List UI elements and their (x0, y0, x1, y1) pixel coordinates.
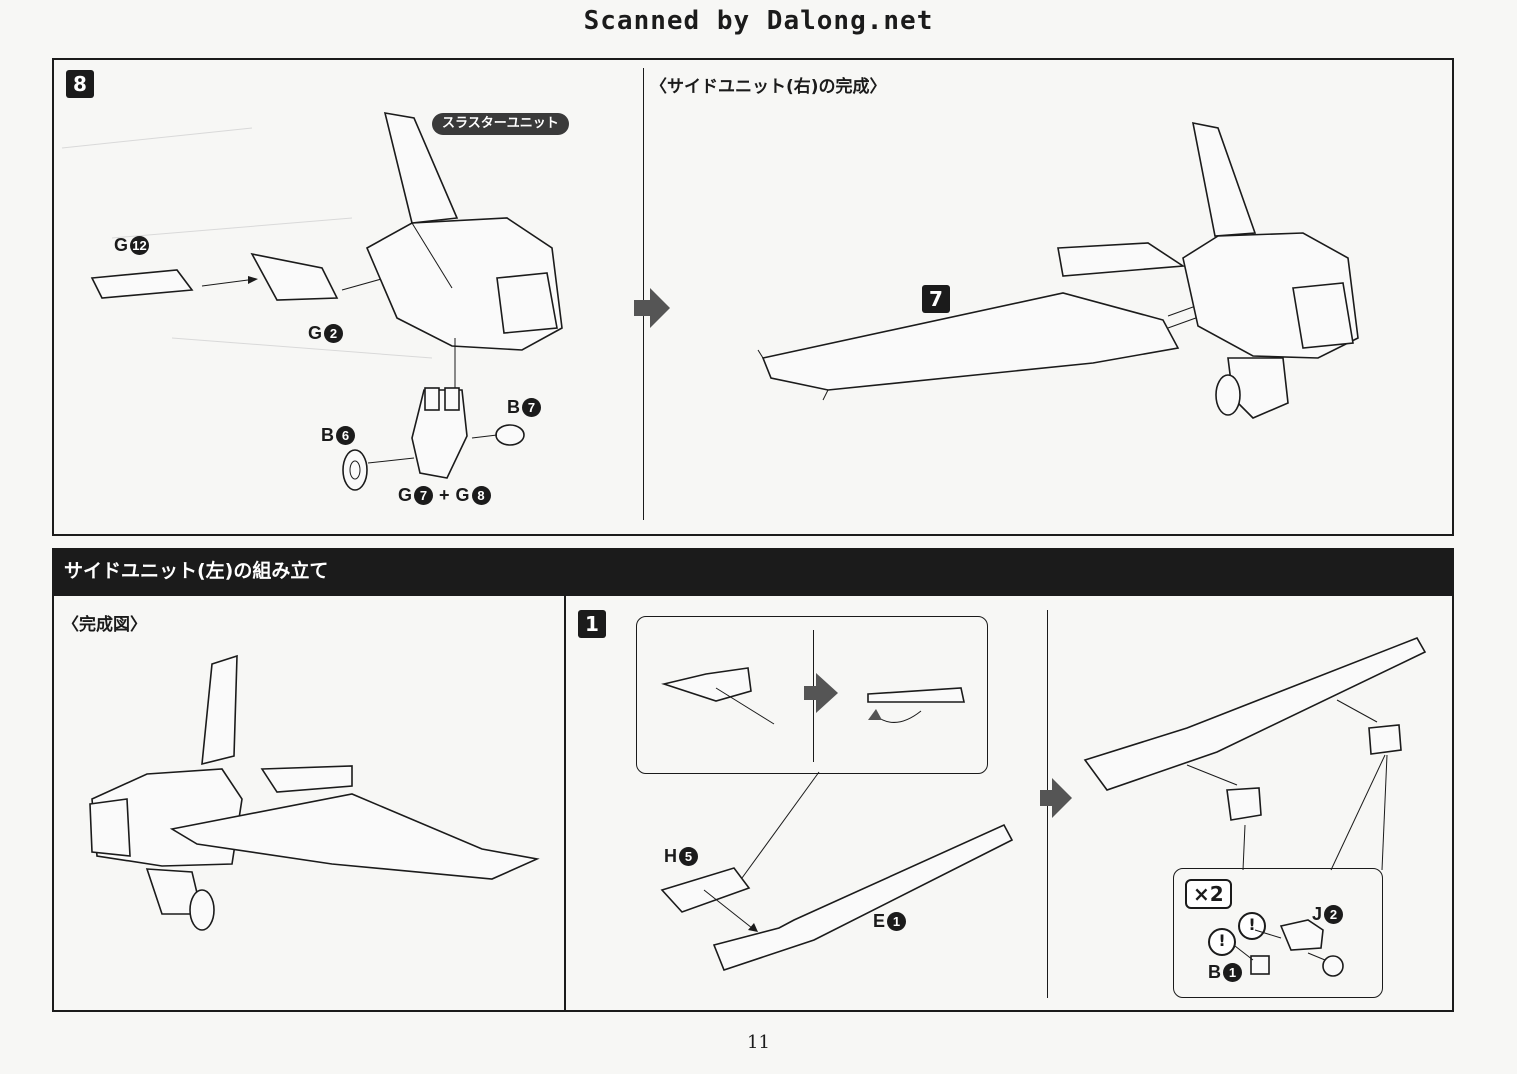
multiplier-badge: ×2 (1185, 879, 1232, 909)
arrowhead (248, 276, 258, 284)
part-b1 (1250, 955, 1270, 975)
side-panel (1057, 242, 1186, 277)
part-g12 (90, 269, 194, 299)
step-8-badge: 8 (66, 70, 94, 98)
flow-arrow-icon (650, 288, 670, 328)
warning-icon-2: ! (1208, 928, 1236, 956)
complete-left-diagram (89, 654, 540, 931)
step-1-diagram (660, 771, 1014, 971)
callout-line (741, 771, 820, 879)
thruster-unit-label: スラスターユニット (432, 113, 569, 135)
complete-right-caption: 〈サイドユニット(右)の完成〉 (650, 77, 887, 97)
bottom-divider (564, 594, 566, 1012)
part-g2 (250, 252, 339, 301)
arrow-g12-g2 (201, 279, 249, 287)
step-8-diagram (61, 112, 563, 491)
part-e1 (712, 823, 1014, 971)
inset-diagram (661, 667, 965, 725)
step-1-badge: 1 (578, 610, 606, 638)
part-b7 (495, 424, 525, 446)
x2-detail-diagram (1234, 919, 1344, 977)
step-1-right-diagram (1083, 637, 1427, 871)
wing (761, 292, 1180, 391)
complete-view-caption: 〈完成図〉 (62, 615, 147, 635)
part-b6 (342, 449, 368, 491)
fin (201, 654, 238, 766)
x2-detail-box (1173, 868, 1383, 998)
warning-icon-1: ! (1238, 912, 1266, 940)
page-number: 11 (747, 1032, 770, 1053)
top-divider (643, 68, 644, 520)
thruster-fin (1191, 121, 1257, 237)
wing-part (1083, 637, 1427, 791)
inset-arrow-icon (816, 673, 838, 713)
thruster-fin (383, 112, 459, 224)
inset-detail-box (636, 616, 988, 774)
part-h5 (660, 867, 751, 913)
complete-right-diagram (757, 121, 1359, 419)
bottom-panel (52, 594, 1454, 1012)
wheel (189, 889, 215, 931)
part-g7-g8 (411, 389, 468, 479)
flow-arrow-stem (634, 300, 650, 316)
flow-arrow-stem-2 (1040, 790, 1052, 806)
part-j2 (1279, 919, 1324, 951)
side-panel (260, 765, 353, 793)
scan-watermark: Scanned by Dalong.net (583, 6, 934, 36)
flow-arrow-icon-2 (1052, 778, 1072, 818)
section-title-bar: サイドユニット(左)の組み立て (52, 548, 1454, 594)
wing (169, 793, 540, 880)
inset-arrow-stem (804, 686, 816, 700)
wheel (1215, 374, 1241, 416)
part-7-badge: 7 (922, 285, 950, 313)
top-panel (52, 58, 1454, 536)
